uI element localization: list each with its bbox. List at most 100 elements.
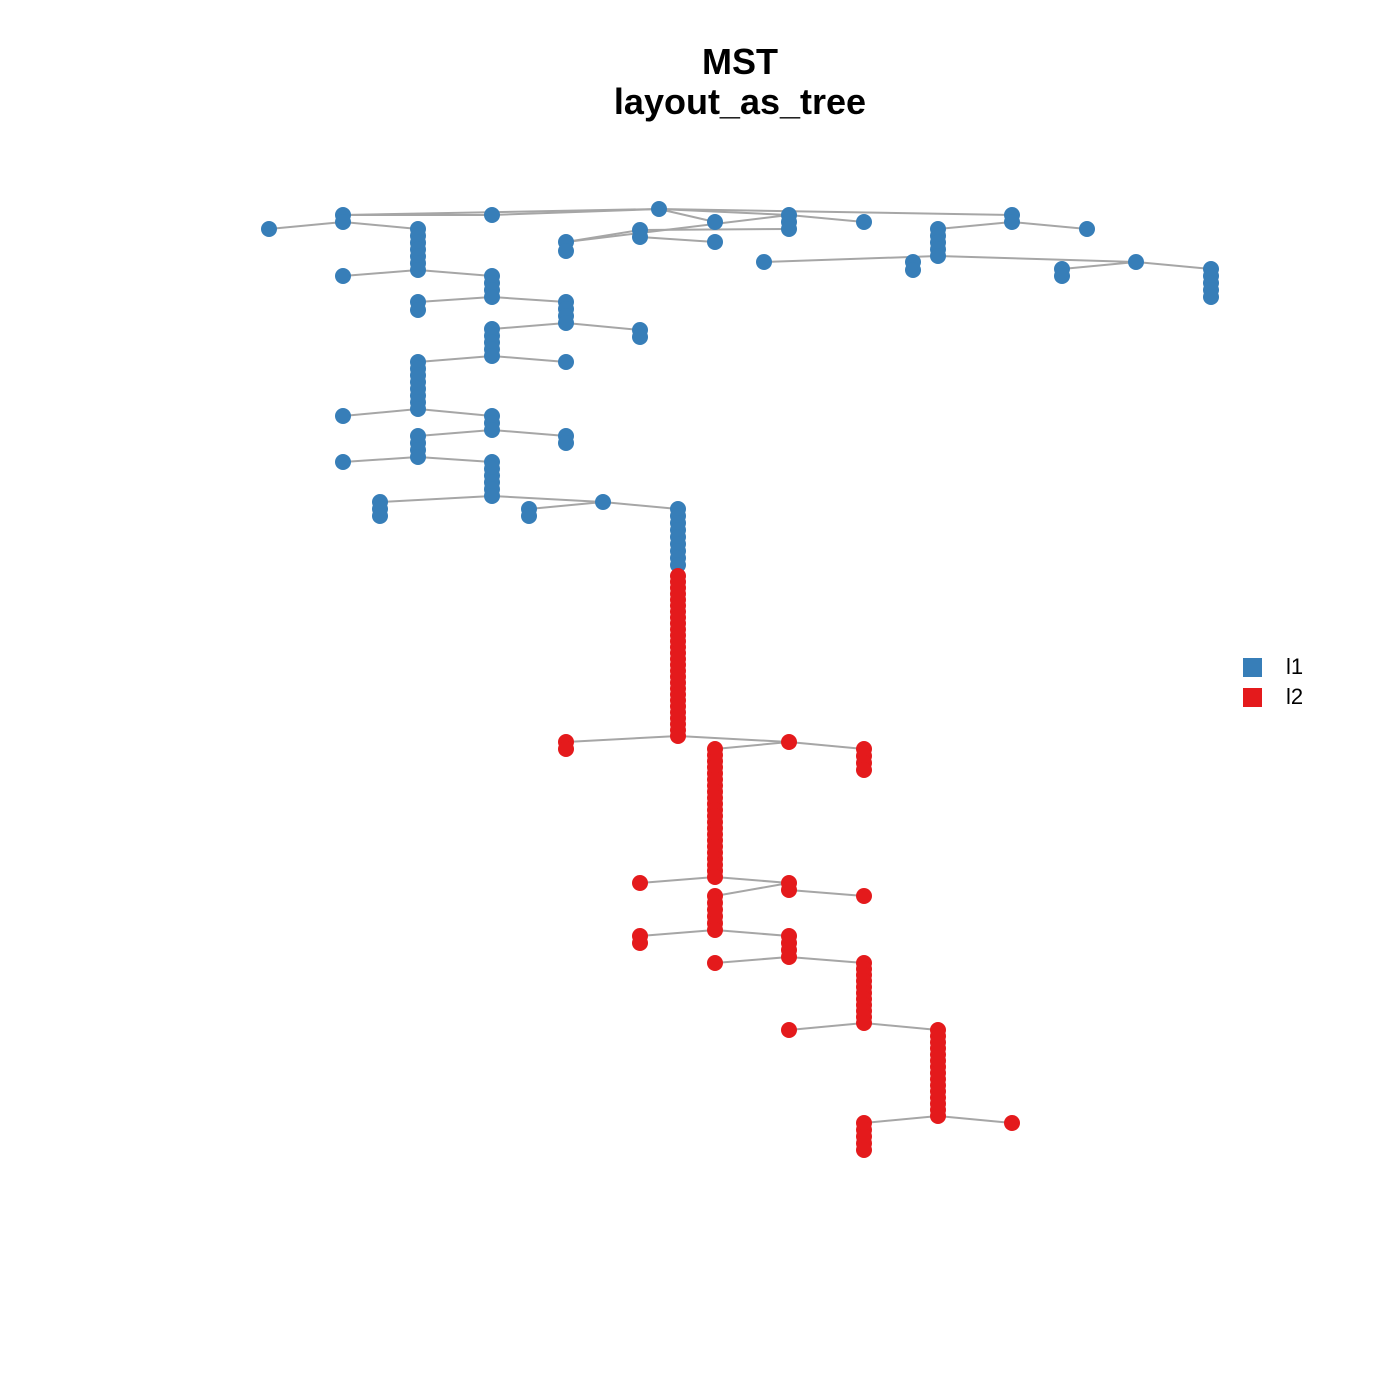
tree-edge bbox=[342, 408, 419, 417]
legend-swatch-l1 bbox=[1243, 657, 1262, 677]
tree-edge bbox=[714, 876, 790, 884]
tree-edge bbox=[342, 269, 419, 277]
node-l1 bbox=[632, 229, 648, 245]
node-l2 bbox=[707, 955, 723, 971]
node-l1 bbox=[410, 449, 426, 465]
tree-nodes bbox=[261, 201, 1219, 1158]
plot-title: MST layout_as_tree bbox=[540, 42, 940, 122]
tree-edge bbox=[788, 956, 865, 964]
node-l2 bbox=[781, 882, 797, 898]
node-l1 bbox=[335, 268, 351, 284]
node-l1 bbox=[558, 315, 574, 331]
tree-edge bbox=[677, 735, 790, 743]
tree-edge bbox=[658, 208, 1013, 216]
node-l2 bbox=[670, 728, 686, 744]
node-l2 bbox=[558, 741, 574, 757]
tree-edge bbox=[417, 296, 493, 303]
tree-edge bbox=[417, 269, 493, 277]
node-l1 bbox=[410, 401, 426, 417]
tree-edge bbox=[491, 355, 567, 363]
tree-edge bbox=[788, 214, 865, 223]
tree-edge bbox=[714, 882, 790, 897]
tree-edge bbox=[491, 208, 660, 216]
node-l1 bbox=[707, 234, 723, 250]
title-line-1: MST bbox=[702, 41, 778, 82]
node-l1 bbox=[261, 221, 277, 237]
node-l1 bbox=[484, 348, 500, 364]
node-l1 bbox=[484, 488, 500, 504]
tree-edge bbox=[565, 322, 641, 331]
tree-edge bbox=[417, 456, 493, 463]
node-l1 bbox=[1079, 221, 1095, 237]
tree-edge bbox=[863, 1022, 939, 1031]
node-l1 bbox=[484, 289, 500, 305]
node-l1 bbox=[484, 422, 500, 438]
node-l1 bbox=[335, 214, 351, 230]
node-l1 bbox=[930, 248, 946, 264]
tree-edge bbox=[1061, 261, 1137, 270]
legend-item-l1: l1 bbox=[1243, 652, 1303, 682]
node-l1 bbox=[670, 557, 686, 573]
tree-edge bbox=[658, 208, 716, 223]
node-l2 bbox=[781, 734, 797, 750]
node-l2 bbox=[856, 762, 872, 778]
node-l2 bbox=[856, 888, 872, 904]
node-l1 bbox=[335, 454, 351, 470]
legend-label-l2: l2 bbox=[1286, 684, 1304, 709]
node-l2 bbox=[632, 875, 648, 891]
tree-edge bbox=[639, 929, 716, 937]
tree-edge bbox=[788, 1022, 865, 1031]
tree-edge bbox=[1135, 261, 1212, 270]
tree-edge bbox=[565, 214, 790, 243]
tree-edge bbox=[602, 501, 679, 510]
node-l1 bbox=[558, 243, 574, 259]
node-l1 bbox=[410, 302, 426, 318]
node-l2 bbox=[632, 935, 648, 951]
tree-edge bbox=[491, 429, 567, 437]
node-l1 bbox=[707, 214, 723, 230]
node-l2 bbox=[707, 922, 723, 938]
tree-edge bbox=[528, 501, 604, 510]
tree-edge bbox=[863, 1115, 939, 1124]
node-l1 bbox=[1128, 254, 1144, 270]
node-l2 bbox=[930, 1108, 946, 1124]
node-l1 bbox=[521, 508, 537, 524]
tree-edge bbox=[417, 355, 493, 363]
tree-edge bbox=[1011, 221, 1088, 230]
legend-item-l2: l2 bbox=[1243, 682, 1303, 712]
tree-edge bbox=[491, 322, 567, 330]
tree-edge bbox=[714, 741, 790, 750]
node-l1 bbox=[484, 207, 500, 223]
tree-edge bbox=[417, 408, 493, 417]
tree-edge bbox=[342, 456, 419, 463]
tree-edge bbox=[268, 221, 344, 230]
tree-edge bbox=[714, 929, 790, 937]
node-l1 bbox=[335, 408, 351, 424]
node-l1 bbox=[781, 221, 797, 237]
node-l1 bbox=[756, 254, 772, 270]
node-l1 bbox=[856, 214, 872, 230]
tree-edge bbox=[379, 495, 493, 503]
tree-edge bbox=[342, 221, 419, 230]
node-l1 bbox=[595, 494, 611, 510]
node-l2 bbox=[707, 869, 723, 885]
node-l1 bbox=[372, 508, 388, 524]
tree-edges bbox=[268, 208, 1212, 1124]
node-l2 bbox=[1004, 1115, 1020, 1131]
node-l1 bbox=[558, 354, 574, 370]
node-l1 bbox=[410, 262, 426, 278]
tree-edge bbox=[565, 229, 641, 243]
legend-label-l1: l1 bbox=[1286, 654, 1304, 679]
tree-edge bbox=[788, 741, 865, 750]
node-l2 bbox=[781, 1022, 797, 1038]
node-l2 bbox=[781, 949, 797, 965]
legend: l1 l2 bbox=[1243, 652, 1303, 712]
tree-edge bbox=[937, 1115, 1013, 1124]
node-l2 bbox=[856, 1142, 872, 1158]
tree-edge bbox=[491, 495, 604, 503]
tree-edge bbox=[937, 221, 1013, 230]
tree-edge bbox=[565, 735, 679, 743]
node-l2 bbox=[856, 1015, 872, 1031]
node-l1 bbox=[1054, 268, 1070, 284]
